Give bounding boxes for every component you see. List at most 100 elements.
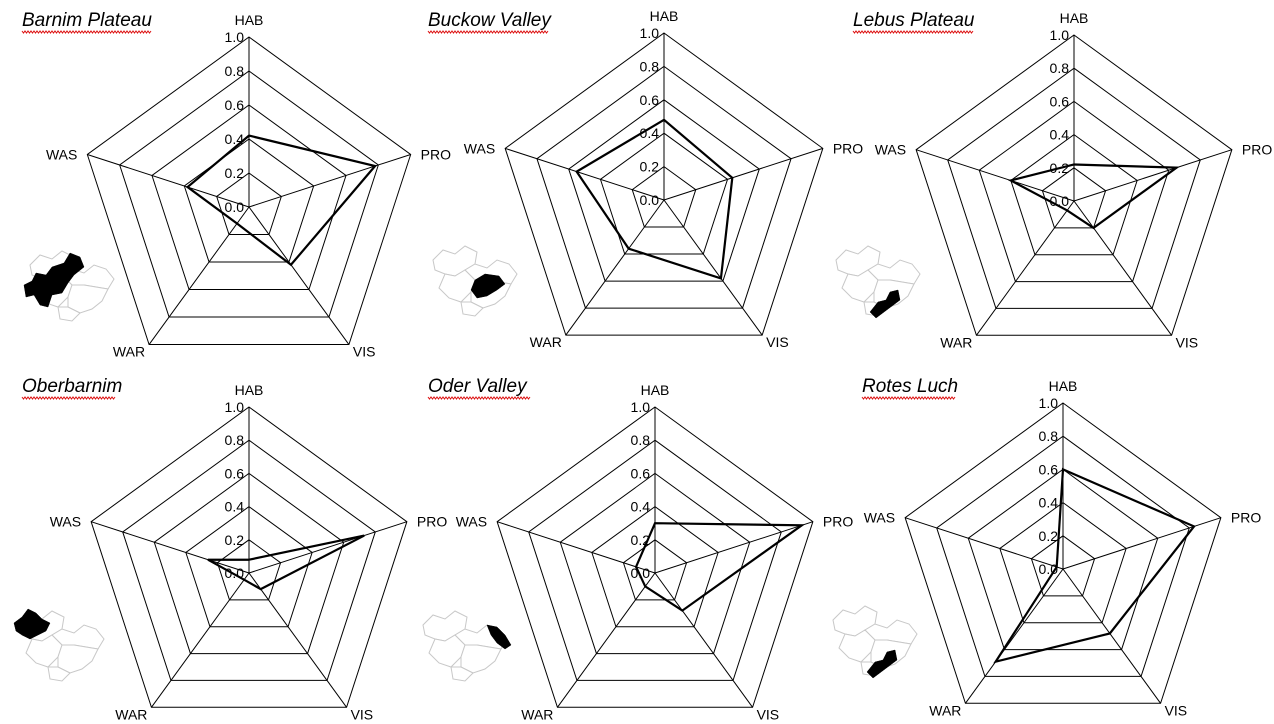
locator-map (835, 245, 921, 319)
tick-label: 0.6 (631, 465, 651, 481)
locator-map (13, 608, 105, 682)
axis-spoke (1073, 149, 1233, 202)
tick-label: 1.0 (225, 399, 245, 415)
grid-ring (915, 34, 1233, 336)
axis-spoke (654, 521, 814, 574)
axis-spoke (904, 517, 1064, 570)
axis-label: WAS (464, 140, 495, 156)
map-region (25, 634, 63, 668)
chart-title: Lebus Plateau (853, 10, 975, 31)
tick-label: 1.0 (631, 399, 651, 415)
axis-spoke (1073, 200, 1172, 336)
tick-label: 0.8 (631, 432, 651, 448)
grid-ring (936, 435, 1190, 677)
data-series (575, 118, 734, 280)
map-region (57, 306, 81, 322)
map-highlighted-region (486, 624, 512, 650)
spellcheck-underline (861, 396, 956, 400)
grid-ring (599, 132, 729, 255)
tick-label: 0.6 (1039, 461, 1059, 477)
axis-label: HAB (641, 382, 670, 398)
tick-label: 0.4 (1050, 127, 1070, 143)
axis-spoke (248, 153, 411, 208)
axis-spoke (87, 153, 250, 208)
axis-spoke (505, 147, 665, 201)
axis-label: WAS (50, 514, 81, 530)
axis-label: WAS (46, 146, 77, 162)
tick-label: 0.0 (225, 199, 245, 215)
spellcheck-underline (21, 30, 152, 34)
tick-label: 0.0 (631, 565, 651, 581)
axis-label: WAR (521, 706, 553, 722)
tick-label: 0.0 (640, 192, 660, 208)
tick-label: 0.4 (640, 125, 660, 141)
map-region (460, 644, 502, 674)
map-region (450, 666, 474, 682)
tick-label: 0.2 (225, 532, 245, 548)
radar-chart: Lebus Plateau0.00.20.40.60.81.0HABPROVIS… (835, 10, 1272, 350)
axis-label: PRO (417, 514, 447, 530)
tick-label: 0.4 (1039, 495, 1059, 511)
tick-label: 0.2 (1039, 528, 1059, 544)
spellcheck-underline (21, 396, 116, 400)
tick-label: 0.4 (225, 131, 245, 147)
map-region (67, 284, 109, 314)
grid-ring (999, 501, 1127, 624)
data-series (207, 534, 365, 591)
spellcheck-underline (427, 30, 549, 34)
map-region (838, 629, 876, 663)
grid-ring (1030, 535, 1096, 597)
axis-label: VIS (351, 706, 374, 722)
chart-title: Oder Valley (428, 376, 528, 397)
axis-label: WAR (530, 334, 562, 350)
grid-ring (86, 36, 412, 346)
grid-ring (528, 439, 782, 681)
chart-title: Barnim Plateau (22, 10, 152, 31)
axis-spoke (654, 572, 753, 708)
tick-label: 0.6 (225, 465, 245, 481)
axis-label: VIS (353, 344, 376, 360)
axis-spoke (496, 521, 656, 574)
grid-ring (122, 439, 376, 681)
axis-spoke (248, 521, 408, 574)
axis-label: PRO (833, 140, 863, 156)
axis-label: VIS (766, 334, 789, 350)
grid-ring (496, 406, 814, 708)
data-series (185, 134, 378, 267)
axis-label: HAB (650, 8, 679, 24)
axis-spoke (915, 149, 1075, 202)
map-highlighted-region (866, 649, 898, 679)
map-region (47, 666, 71, 682)
axis-spoke (965, 568, 1064, 704)
locator-map (422, 610, 512, 682)
spellcheck-underline (427, 396, 531, 400)
axis-label: VIS (1165, 702, 1188, 718)
tick-label: 0.6 (1050, 93, 1070, 109)
grid-ring (904, 402, 1222, 704)
grid-ring (183, 138, 315, 263)
map-region (438, 269, 476, 303)
grid-ring (559, 472, 751, 655)
grid-ring (967, 468, 1159, 651)
grid-ring (591, 505, 719, 628)
tick-label: 0.8 (640, 58, 660, 74)
axis-spoke (557, 572, 656, 708)
tick-label: 0.0 (1050, 193, 1070, 209)
axis-label: VIS (1176, 334, 1199, 350)
tick-label: 0.6 (225, 97, 245, 113)
tick-label: 0.4 (631, 499, 651, 515)
tick-label: 0.2 (225, 165, 245, 181)
map-region (841, 269, 879, 303)
grid-ring (216, 172, 282, 236)
locator-map (832, 605, 918, 679)
radar-chart: Rotes Luch0.00.20.40.60.81.0HABPROVISWAR… (832, 376, 1261, 718)
axis-spoke (248, 206, 350, 345)
chart-title: Buckow Valley (428, 10, 552, 31)
axis-label: HAB (235, 12, 264, 28)
data-series (1007, 163, 1180, 230)
grid-ring (622, 539, 688, 601)
tick-label: 0.8 (1050, 60, 1070, 76)
axis-label: PRO (1242, 142, 1272, 158)
grid-ring (153, 472, 345, 655)
